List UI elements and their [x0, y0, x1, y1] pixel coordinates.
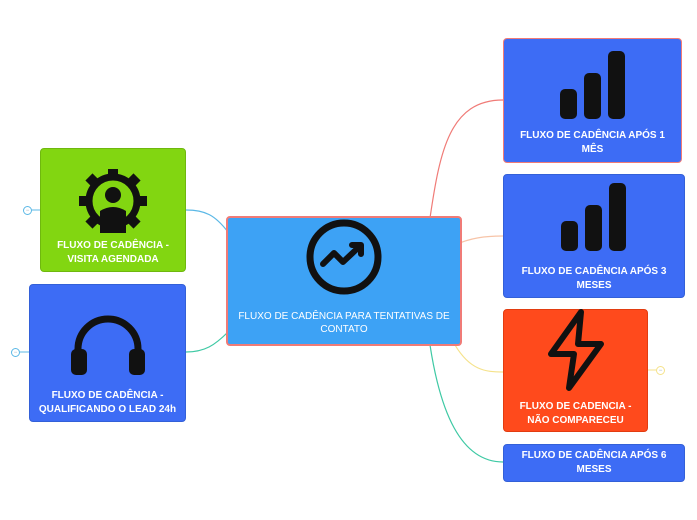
node-apos-3-meses[interactable]: FLUXO DE CADÊNCIA APÓS 3 MESES: [503, 174, 685, 298]
trend-up-icon: [305, 218, 383, 296]
central-topic-label: FLUXO DE CADÊNCIA PARA TENTATIVAS DE CON…: [238, 311, 450, 335]
node-visita-agendada[interactable]: FLUXO DE CADÊNCIA - VISITA AGENDADA: [40, 148, 186, 272]
node-apos-3-meses-label: FLUXO DE CADÊNCIA APÓS 3 MESES: [521, 266, 667, 291]
link-to-apos-6-meses: [429, 344, 504, 463]
collapse-toggle-nao-compareceu[interactable]: −: [656, 366, 665, 375]
node-apos-6-meses[interactable]: FLUXO DE CADÊNCIA APÓS 6 MESES: [503, 444, 685, 482]
signal-bars-icon: [559, 183, 629, 251]
link-to-apos-3-meses: [454, 235, 504, 246]
collapse-toggle-qualificando[interactable]: −: [11, 348, 20, 357]
link-to-qualificando: [185, 331, 229, 353]
link-to-visita-agendada: [185, 209, 229, 233]
node-apos-1-mes-label: FLUXO DE CADÊNCIA APÓS 1 MÊS: [520, 130, 665, 155]
node-nao-compareceu[interactable]: FLUXO DE CADENCIA - NÃO COMPARECEU: [503, 309, 648, 432]
node-visita-agendada-label: FLUXO DE CADÊNCIA - VISITA AGENDADA: [57, 240, 169, 265]
node-nao-compareceu-label: FLUXO DE CADENCIA - NÃO COMPARECEU: [519, 401, 632, 426]
node-qualificando-lead-label: FLUXO DE CADÊNCIA - QUALIFICANDO O LEAD …: [38, 390, 177, 415]
central-topic[interactable]: FLUXO DE CADÊNCIA PARA TENTATIVAS DE CON…: [226, 216, 462, 346]
collapse-toggle-visita[interactable]: −: [23, 206, 32, 215]
node-qualificando-lead[interactable]: FLUXO DE CADÊNCIA - QUALIFICANDO O LEAD …: [29, 284, 186, 422]
link-to-nao-compareceu: [454, 344, 504, 373]
node-apos-6-meses-label: FLUXO DE CADÊNCIA APÓS 6 MESES: [521, 450, 667, 475]
signal-bars-icon: [558, 49, 628, 119]
lightning-icon: [543, 308, 609, 392]
user-gear-icon: [75, 169, 151, 233]
link-to-apos-1-mes: [429, 99, 504, 219]
headphones-icon: [66, 311, 150, 377]
node-apos-1-mes[interactable]: FLUXO DE CADÊNCIA APÓS 1 MÊS: [503, 38, 682, 163]
